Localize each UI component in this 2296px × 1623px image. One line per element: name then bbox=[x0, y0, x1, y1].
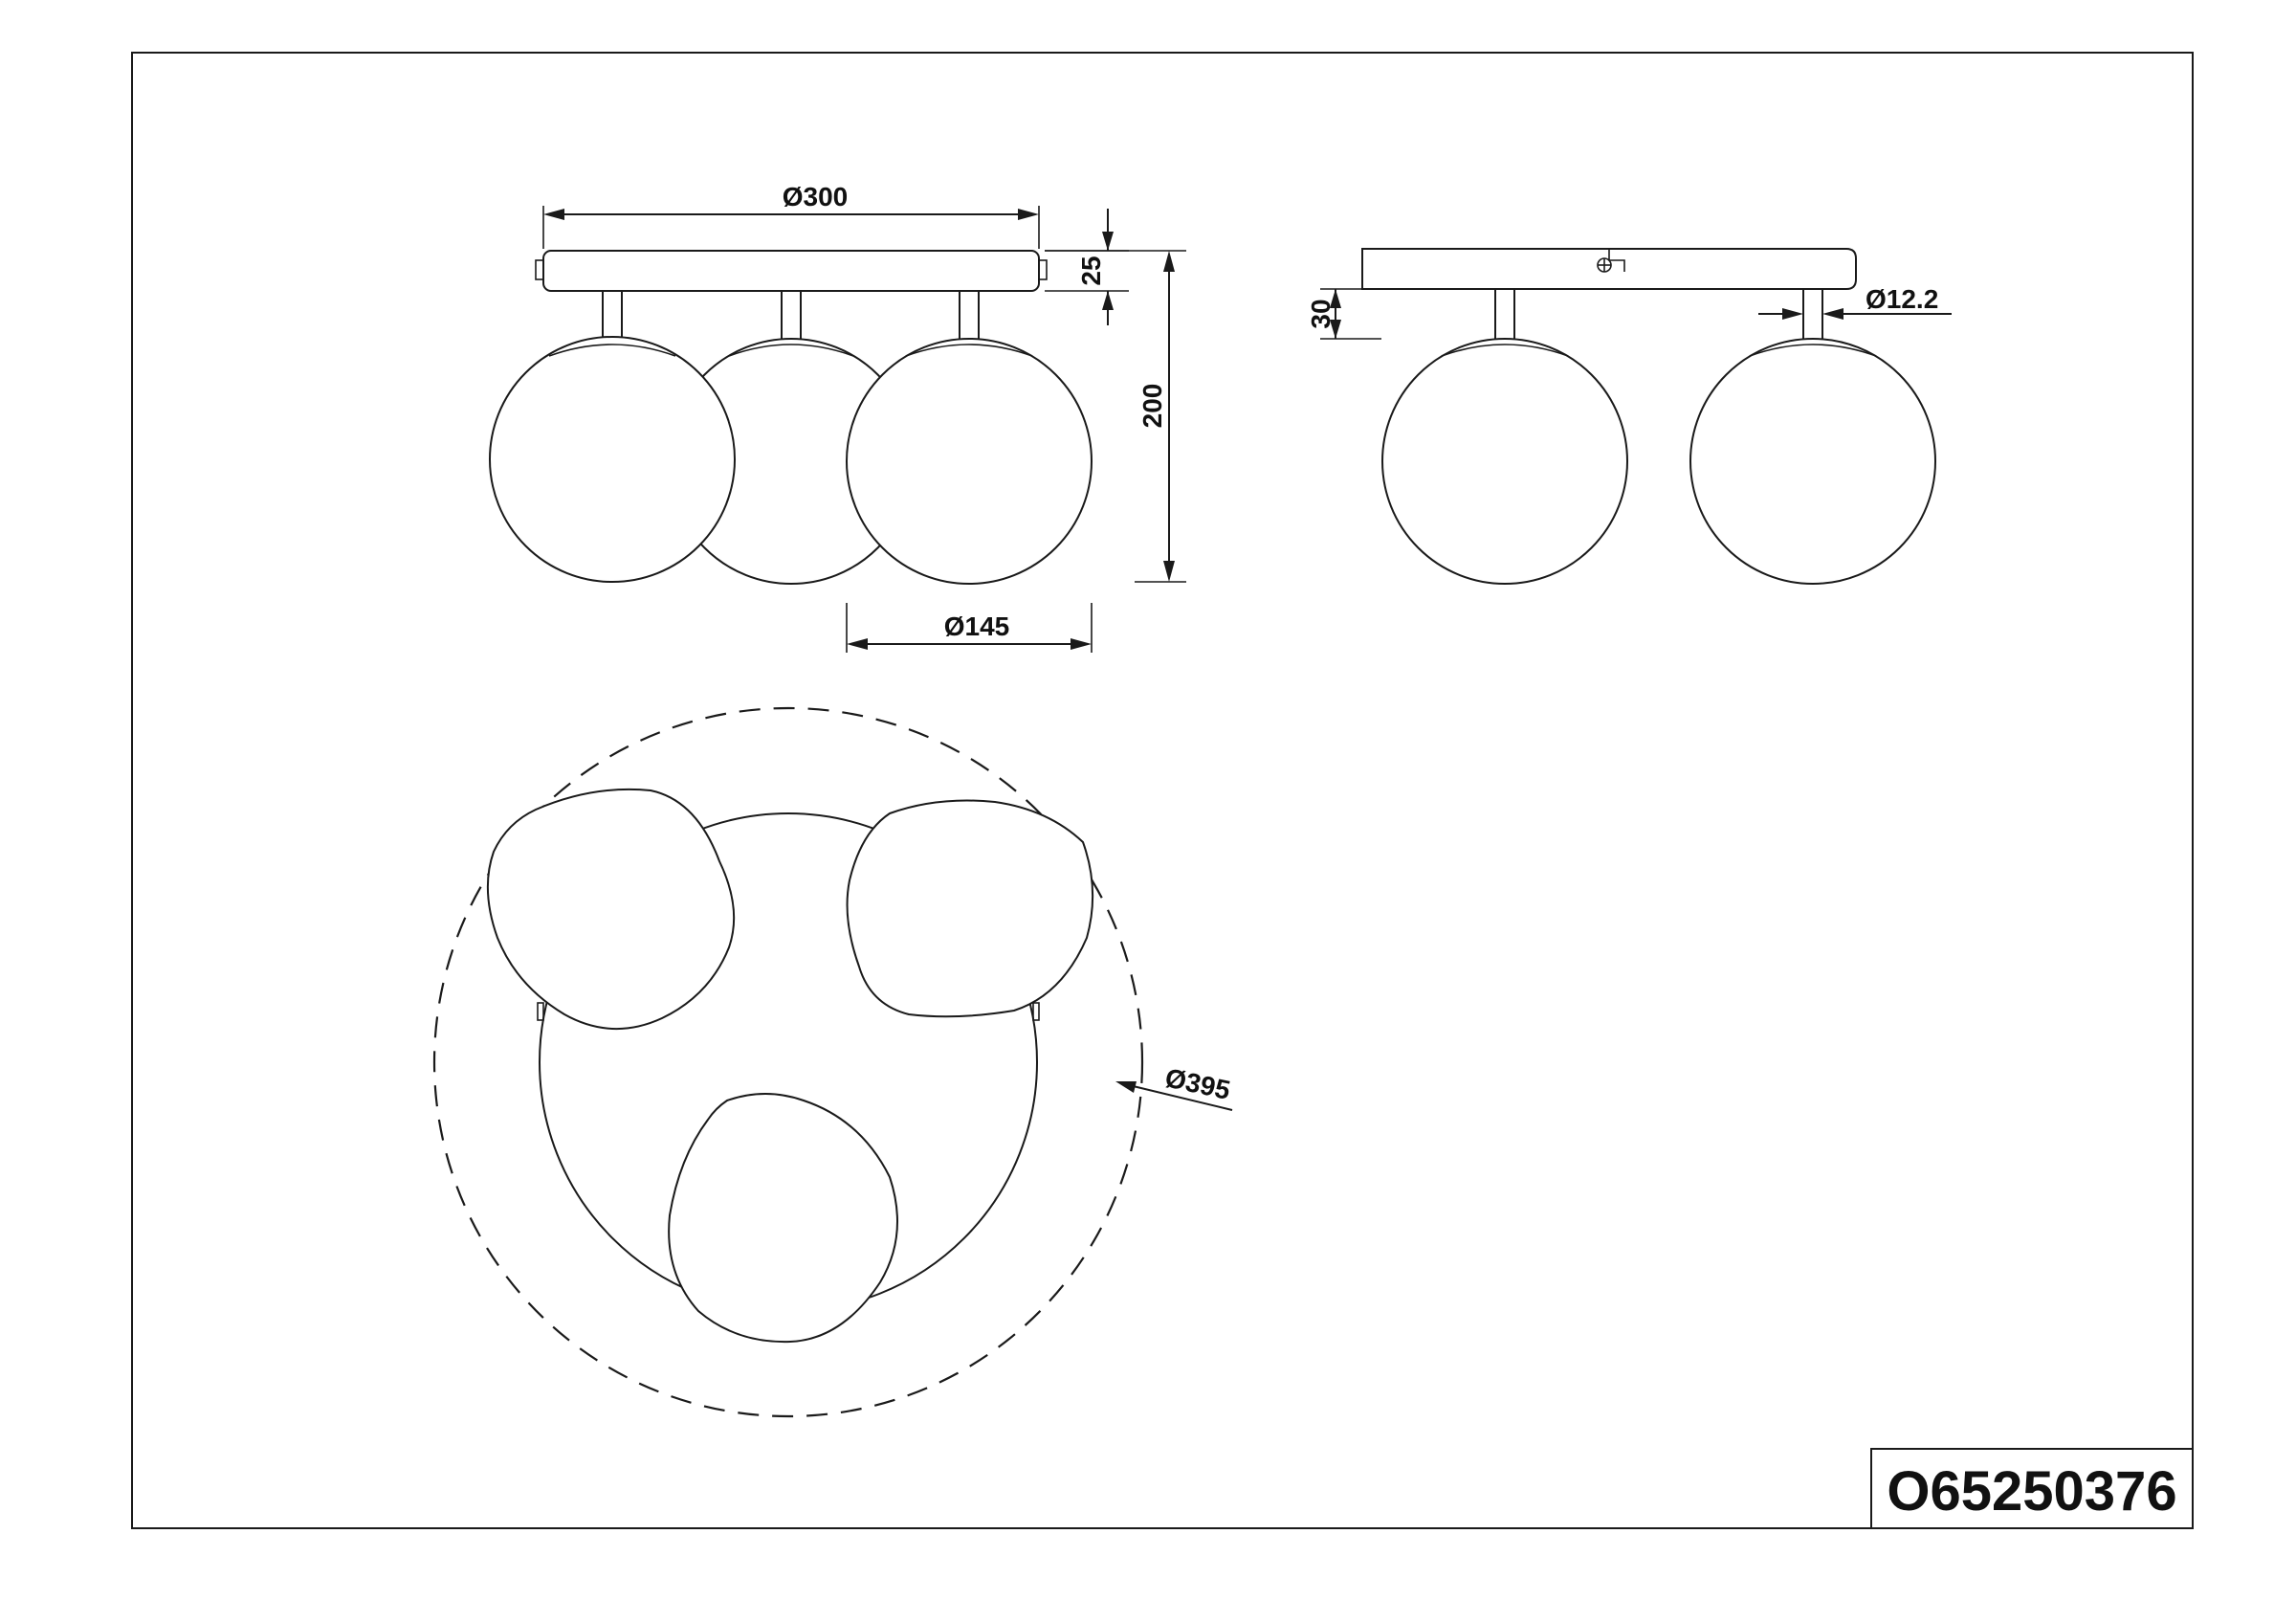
top-spread-circle bbox=[432, 706, 1144, 1418]
front-view: Ø300 25 200 Ø145 bbox=[489, 182, 1186, 653]
side-canopy bbox=[1361, 248, 1857, 290]
front-stem-center bbox=[781, 290, 802, 345]
top-globe-upper-right bbox=[846, 799, 1094, 1018]
side-globe-right bbox=[1689, 338, 1936, 585]
dim-canopy-width: Ø300 bbox=[783, 182, 849, 211]
article-number-box bbox=[1870, 1448, 2194, 1529]
dim-globe-diameter: Ø145 bbox=[944, 611, 1010, 641]
drawing-frame bbox=[131, 52, 2194, 1529]
dim-spread-diameter: Ø395 bbox=[1162, 1062, 1232, 1105]
front-canopy bbox=[542, 250, 1040, 292]
front-globe-left bbox=[489, 336, 736, 583]
dim-canopy-height: 25 bbox=[1076, 256, 1106, 285]
front-stem-left bbox=[602, 290, 623, 342]
side-stem-left bbox=[1494, 288, 1515, 342]
side-view: 30 Ø12.2 bbox=[1306, 248, 1952, 585]
article-number: O65250376 bbox=[1887, 1460, 2176, 1523]
top-globe-bottom bbox=[668, 1093, 898, 1344]
dim-stem-length: 30 bbox=[1306, 299, 1336, 328]
side-globe-left bbox=[1381, 338, 1628, 585]
front-globe-right bbox=[846, 338, 1093, 585]
front-stem-right bbox=[959, 290, 980, 342]
side-stem-right bbox=[1802, 288, 1823, 342]
top-view: Ø395 bbox=[432, 706, 1233, 1418]
top-globe-upper-left bbox=[486, 788, 736, 1031]
dim-total-height: 200 bbox=[1137, 384, 1167, 429]
dim-stem-diameter: Ø12.2 bbox=[1866, 284, 1938, 314]
